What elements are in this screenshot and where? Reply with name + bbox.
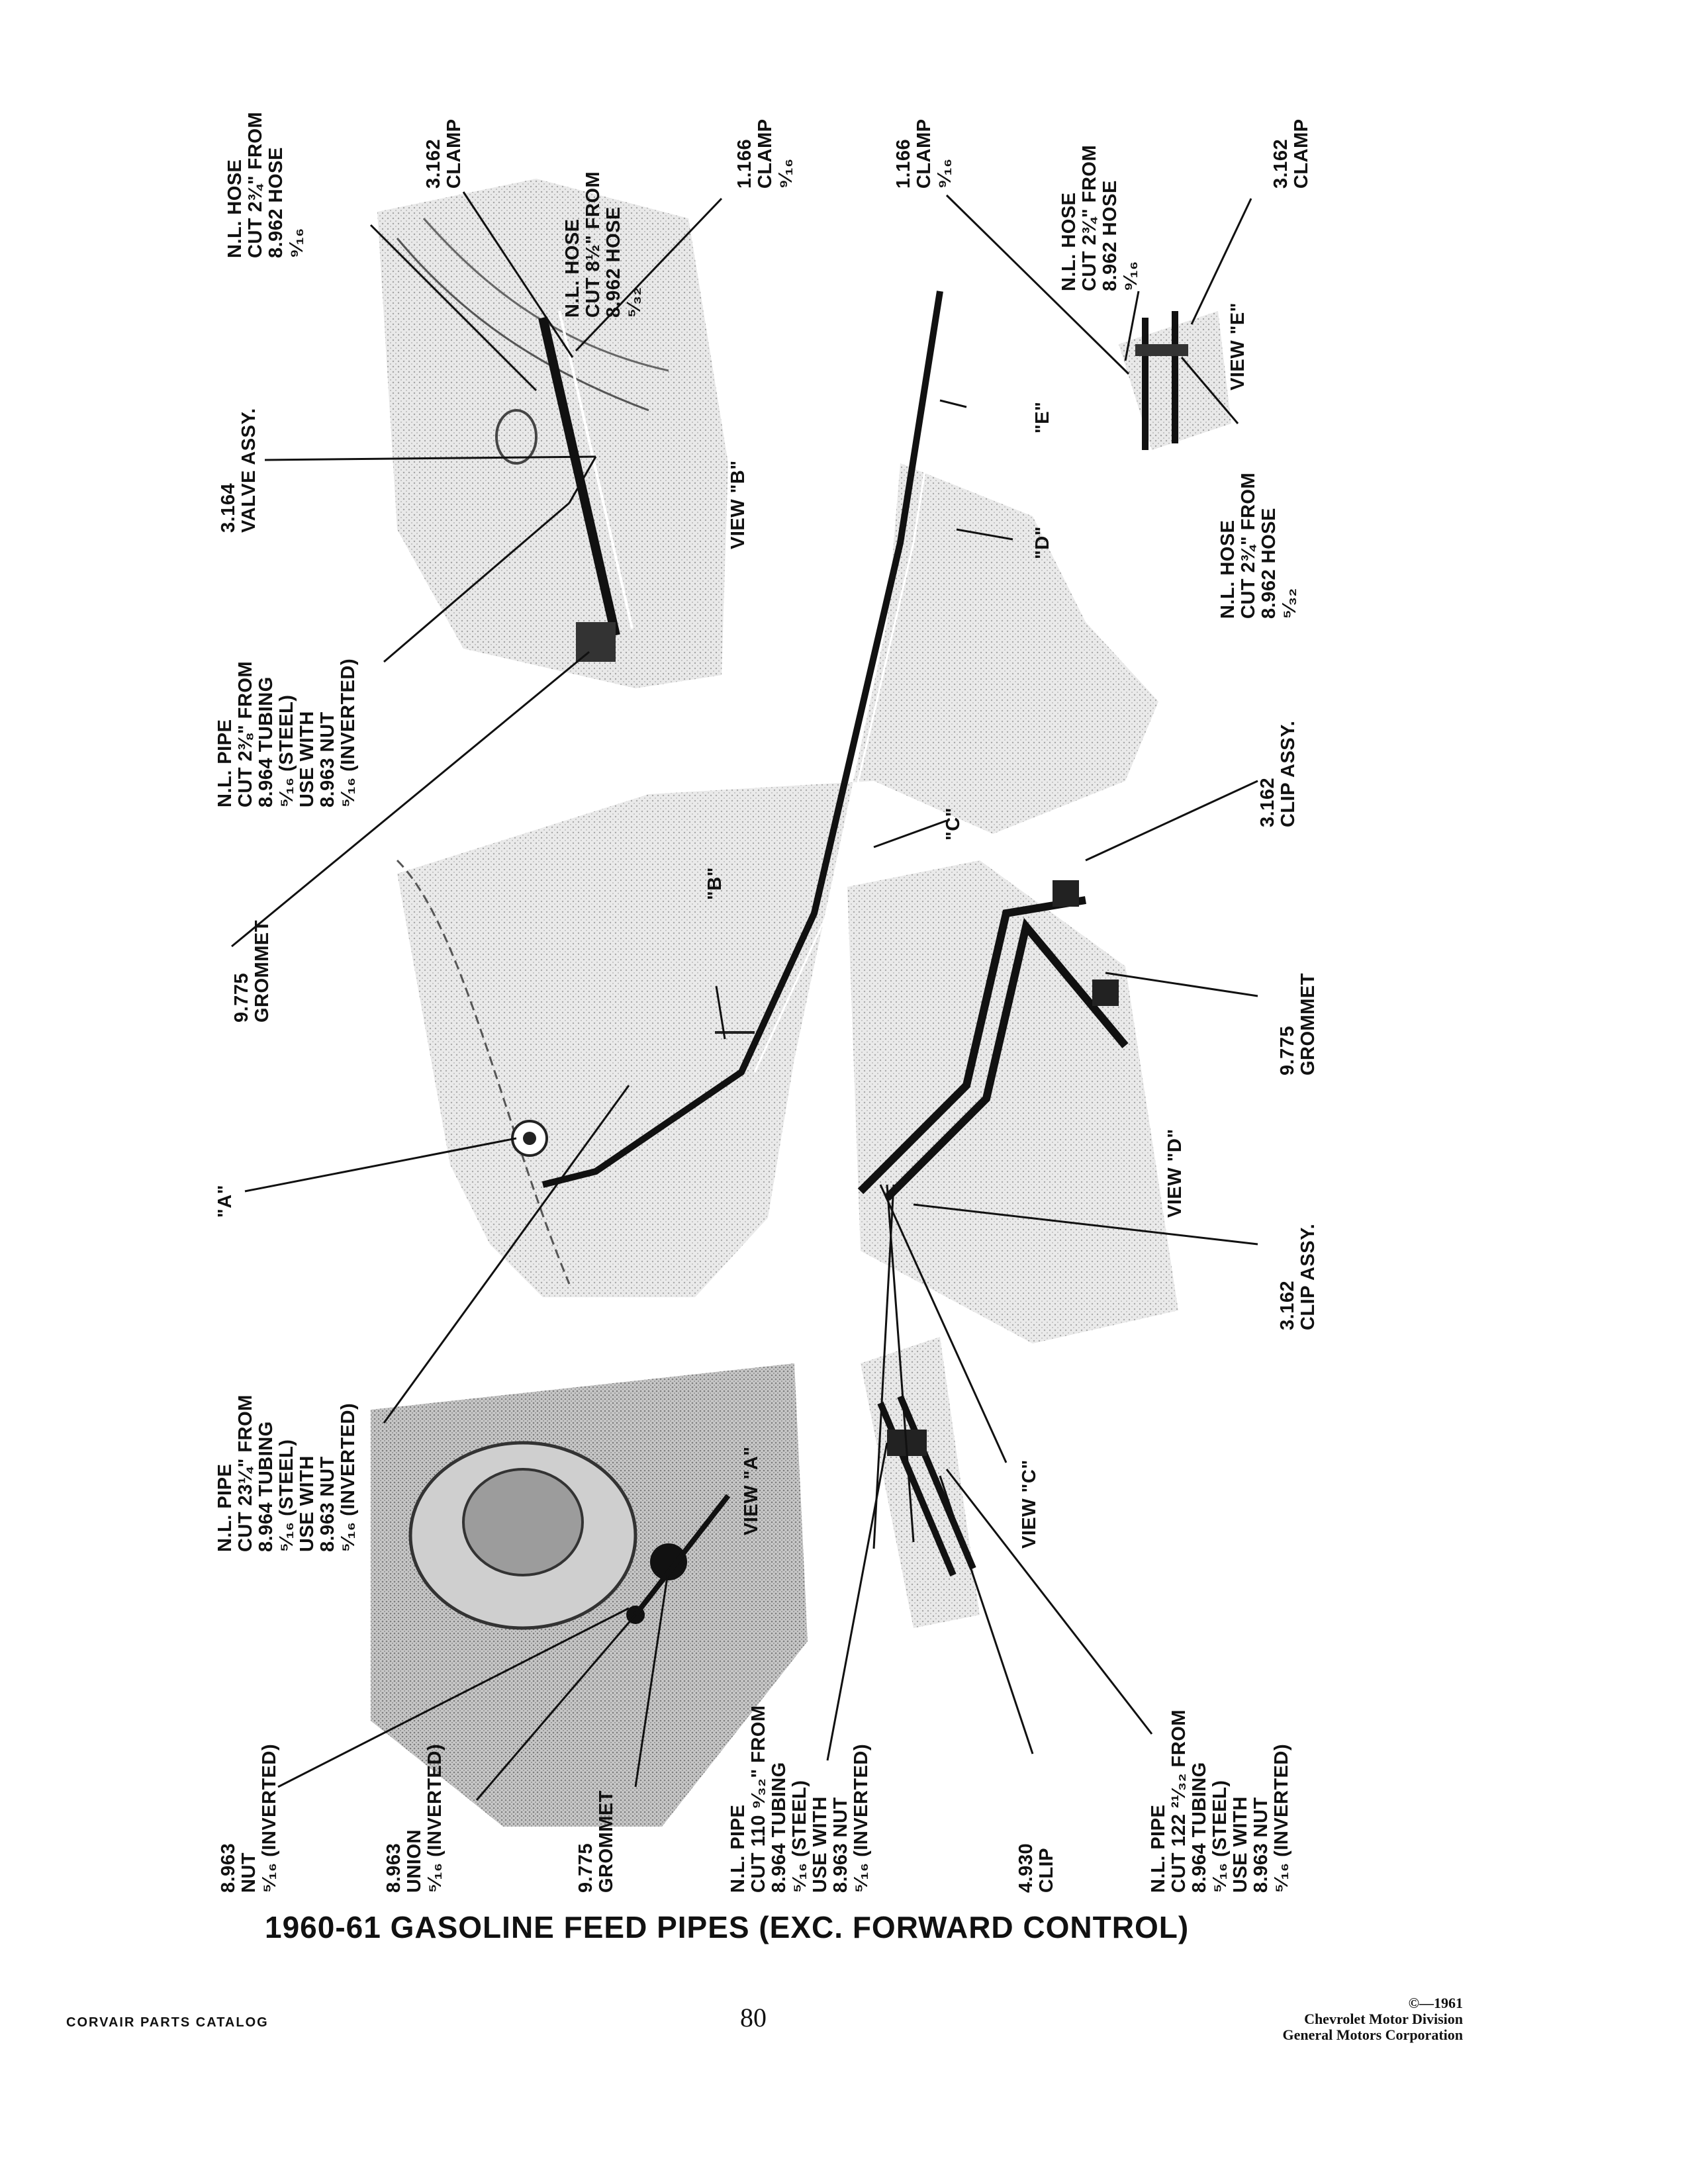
copyright-division: Chevrolet Motor Division: [1304, 2011, 1463, 2027]
callout-b: "B": [704, 867, 726, 900]
copyright-year: ©—1961: [1408, 1995, 1463, 2011]
label-view-b: VIEW "B": [727, 460, 749, 549]
label-view-e: VIEW "E": [1227, 302, 1248, 390]
callout-e: "E": [1032, 401, 1053, 433]
label-view-d: VIEW "D": [1164, 1128, 1186, 1218]
view-d-illustration: [847, 860, 1178, 1343]
view-c-illustration: [861, 1337, 980, 1628]
leader-lines: [231, 191, 1258, 1801]
view-b-illustration: [377, 179, 728, 688]
callout-d: "D": [1032, 526, 1053, 559]
copyright-corporation: General Motors Corporation: [1282, 2026, 1464, 2043]
callout-c: "C": [943, 807, 964, 841]
figure-caption: 1960-61 GASOLINE FEED PIPES (EXC. FORWAR…: [265, 1910, 1190, 1944]
callout-a: "A": [214, 1185, 236, 1218]
copyright-block: ©—1961 Chevrolet Motor Division General …: [1283, 1995, 1464, 2043]
chassis-illustration: [396, 291, 1158, 1297]
page-number: 80: [740, 2003, 767, 2032]
label-view-a: VIEW "A": [741, 1446, 762, 1535]
view-a-illustration: [371, 1363, 808, 1827]
view-e-illustration: [1119, 311, 1231, 450]
catalog-name: CORVAIR PARTS CATALOG: [66, 2015, 269, 2030]
label-view-c: VIEW "C": [1019, 1459, 1040, 1549]
